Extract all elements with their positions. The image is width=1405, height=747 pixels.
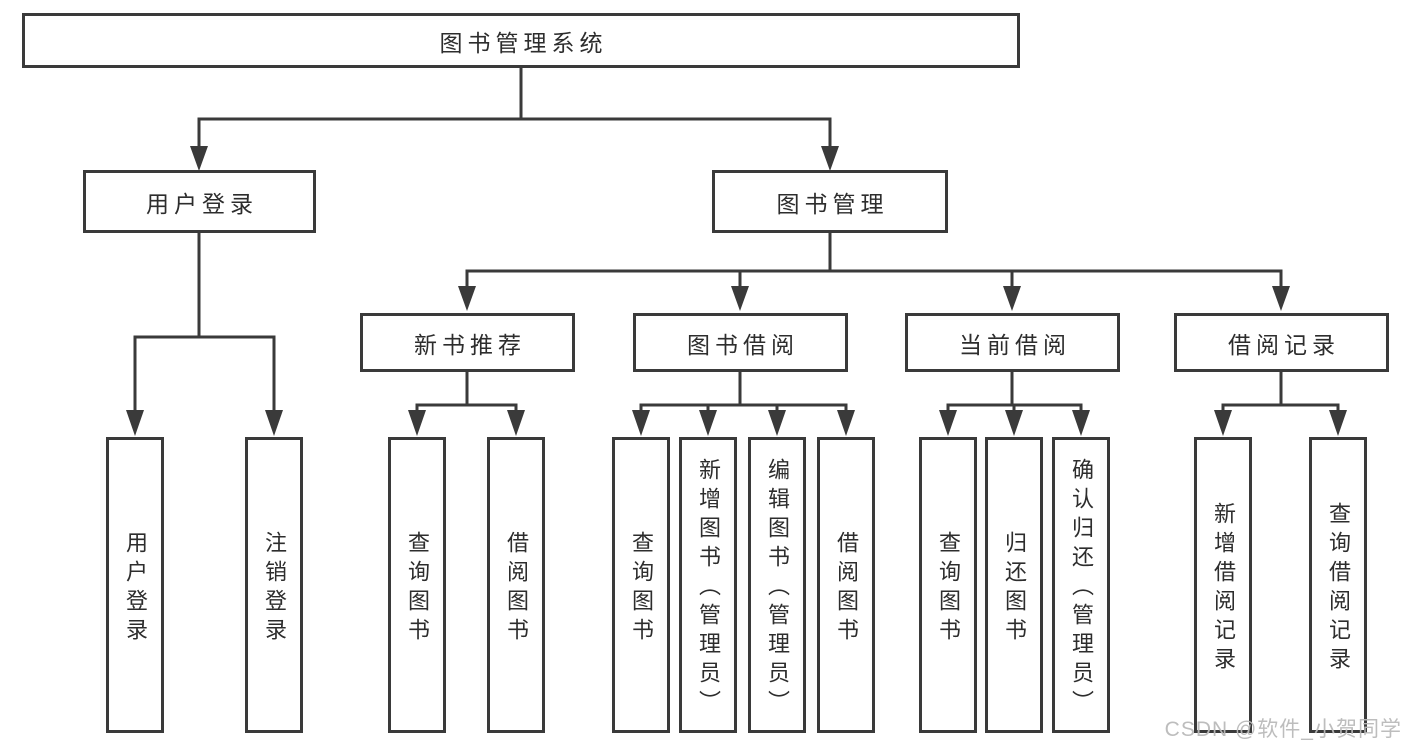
- arrowhead: [1272, 286, 1290, 311]
- node-borrow-records-label: 借阅记录: [1228, 331, 1340, 358]
- arrowhead: [265, 410, 283, 436]
- arrowhead: [1072, 410, 1090, 436]
- leaf-add-books-admin: 新增图书（管理员）: [679, 437, 737, 733]
- leaf-edit-books-admin: 编辑图书（管理员）: [748, 437, 806, 733]
- arrowhead: [1003, 286, 1021, 311]
- arrowhead: [731, 286, 749, 311]
- leaf-query-books-current: 查询图书: [919, 437, 977, 733]
- arrowhead: [458, 286, 476, 311]
- node-root: 图书管理系统: [22, 13, 1020, 68]
- arrowhead: [699, 410, 717, 436]
- arrowhead: [768, 410, 786, 436]
- arrowhead: [939, 410, 957, 436]
- connector-borrow-records-children: [1214, 372, 1347, 436]
- leaf-confirm-return-admin: 确认归还（管理员）: [1052, 437, 1110, 733]
- node-root-label: 图书管理系统: [439, 29, 608, 56]
- leaf-query-books-borrow: 查询图书: [612, 437, 670, 733]
- node-book-borrow-label: 图书借阅: [687, 331, 799, 358]
- arrowhead: [408, 410, 426, 436]
- connector-current-borrow-children: [939, 372, 1090, 436]
- leaf-query-books-recommend: 查询图书: [388, 437, 446, 733]
- leaf-return-books: 归还图书: [985, 437, 1043, 733]
- arrowhead: [507, 410, 525, 436]
- leaf-add-borrow-record: 新增借阅记录: [1194, 437, 1252, 733]
- connector-user-login-children: [126, 233, 283, 436]
- arrowhead: [126, 410, 144, 436]
- node-book-borrow: 图书借阅: [633, 313, 848, 372]
- node-new-book-recommend-label: 新书推荐: [414, 331, 526, 358]
- arrowhead: [837, 410, 855, 436]
- node-book-management-label: 图书管理: [776, 190, 889, 217]
- leaf-user-login: 用户登录: [106, 437, 164, 733]
- connector-book-borrow-children: [632, 372, 855, 436]
- connector-root-to-level2: [190, 68, 839, 171]
- arrowhead: [1214, 410, 1232, 436]
- leaf-borrow-books: 借阅图书: [817, 437, 875, 733]
- node-user-login-label: 用户登录: [146, 190, 258, 217]
- leaf-query-borrow-record: 查询借阅记录: [1309, 437, 1367, 733]
- arrowhead: [821, 146, 839, 171]
- arrowhead: [190, 146, 208, 171]
- leaf-borrow-books-recommend: 借阅图书: [487, 437, 545, 733]
- node-new-book-recommend: 新书推荐: [360, 313, 575, 372]
- node-borrow-records: 借阅记录: [1174, 313, 1389, 372]
- node-current-borrow-label: 当前借阅: [959, 331, 1071, 358]
- connector-book-management-to-level3: [458, 233, 1290, 311]
- arrowhead: [1005, 410, 1023, 436]
- node-book-management: 图书管理: [712, 170, 948, 233]
- leaf-logout: 注销登录: [245, 437, 303, 733]
- watermark: CSDN @软件_小贺同学: [1164, 718, 1402, 741]
- node-user-login: 用户登录: [83, 170, 316, 233]
- arrowhead: [632, 410, 650, 436]
- node-current-borrow: 当前借阅: [905, 313, 1120, 372]
- arrowhead: [1329, 410, 1347, 436]
- connector-new-book-recommend-children: [408, 372, 525, 436]
